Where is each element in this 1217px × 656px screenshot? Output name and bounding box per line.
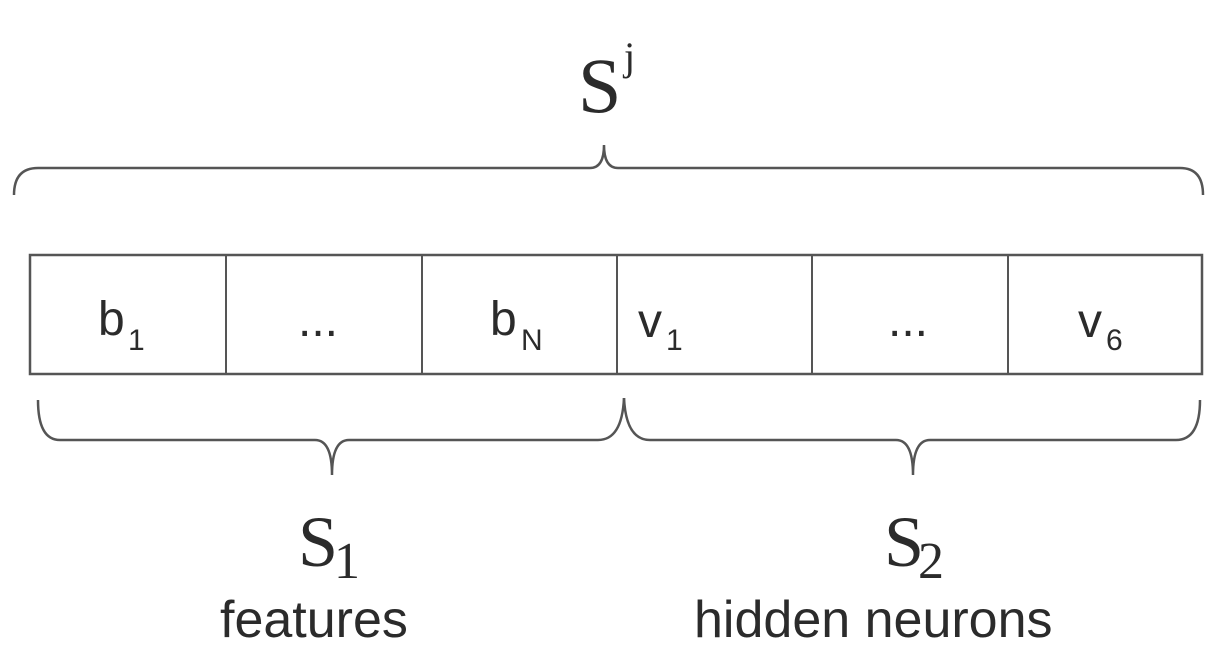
- cell-v1-sub: 1: [666, 324, 683, 357]
- group-label-s1-sub: 1: [334, 533, 360, 590]
- group-caption-features: features: [220, 591, 408, 649]
- bottom-brace-hidden-neurons: [622, 397, 1202, 476]
- top-label-s: S: [578, 42, 621, 129]
- cell-ellipsis-2: ...: [888, 294, 928, 347]
- group-label-s2-sub: 2: [918, 533, 944, 590]
- group-caption-hidden-neurons: hidden neurons: [694, 591, 1053, 649]
- cell-ellipsis-1: ...: [298, 294, 338, 347]
- cell-v1-base: v: [638, 295, 662, 348]
- group-label-s1-base: S: [298, 502, 338, 582]
- cell-bn-sub: N: [521, 324, 543, 357]
- cell-b1-sub: 1: [128, 324, 145, 357]
- cell-v6-base: v: [1078, 295, 1102, 348]
- bottom-brace-features: [36, 397, 626, 476]
- cell-v6-sub: 6: [1106, 324, 1123, 357]
- top-label-sup: j: [622, 34, 635, 79]
- top-brace: [12, 144, 1205, 196]
- group-label-s2-base: S: [884, 502, 924, 582]
- cell-bn-base: b: [490, 293, 517, 346]
- cell-b1-base: b: [98, 293, 125, 346]
